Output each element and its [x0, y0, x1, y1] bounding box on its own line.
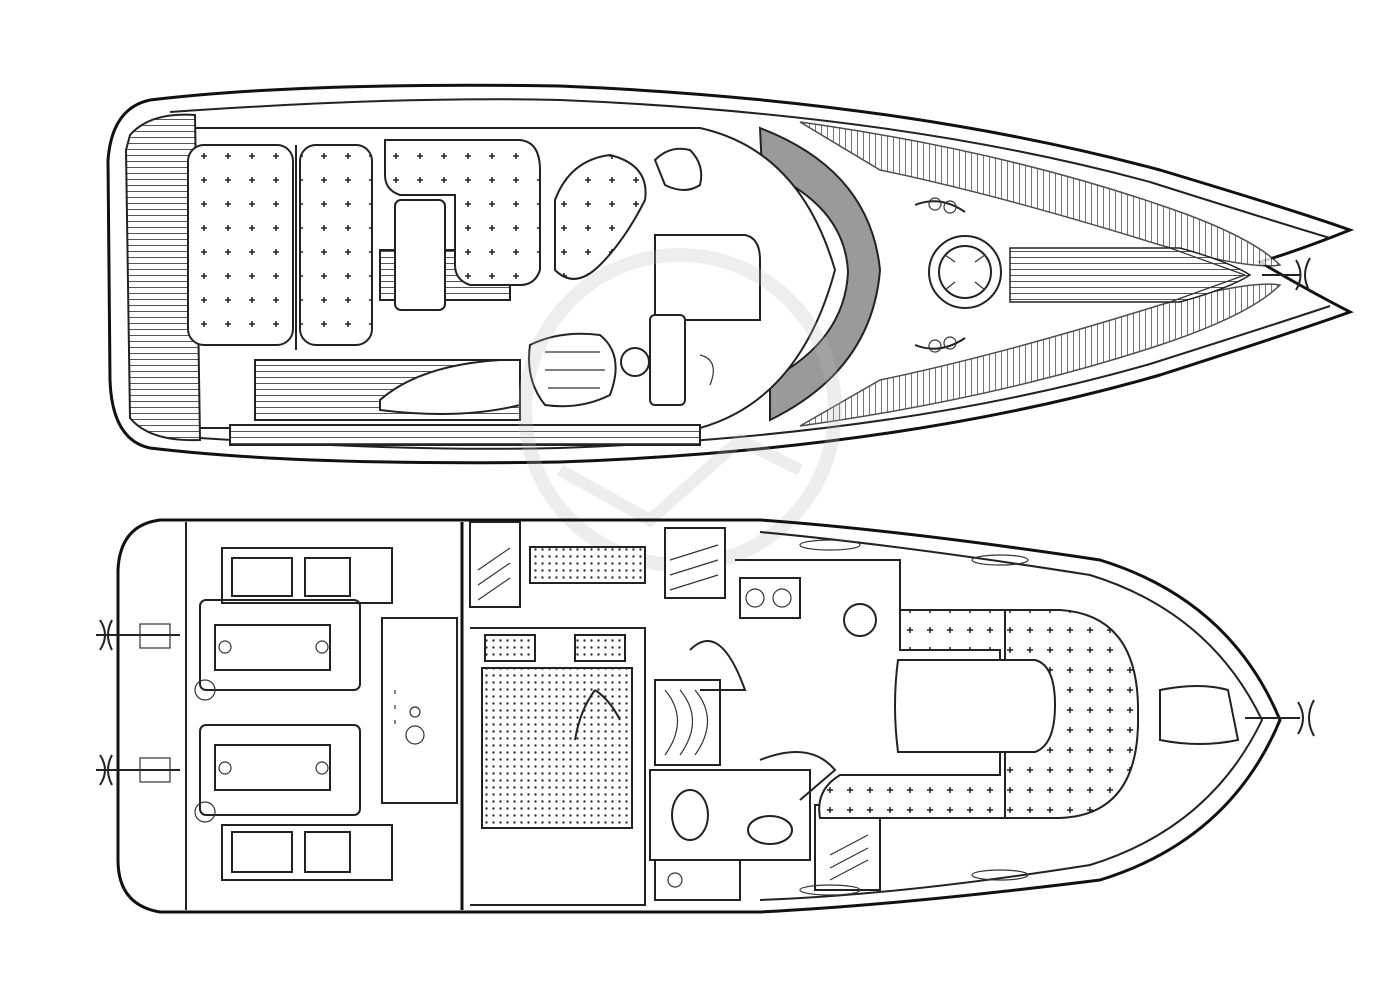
aft-cabin-berth	[481, 667, 633, 829]
engine-port	[194, 599, 361, 701]
aft-sunpad-right	[299, 144, 373, 346]
engine-starboard	[194, 724, 361, 823]
bow-roller-icon	[1245, 699, 1315, 737]
sink-icon	[843, 603, 877, 637]
interior-plan-view	[96, 518, 1315, 914]
washbasin-icon	[747, 815, 793, 845]
toilet-icon	[671, 789, 709, 841]
deck-hull-outline	[106, 83, 1355, 465]
cockpit-seat-l	[384, 139, 541, 286]
anchor-icon	[1262, 257, 1311, 293]
cleat-icon	[914, 197, 966, 353]
companionway-steps	[654, 679, 721, 766]
helm-seat	[528, 332, 617, 408]
dinette-table	[894, 659, 1057, 753]
foredeck-hatch	[928, 235, 1002, 309]
cockpit-table	[394, 199, 446, 311]
anchor-locker	[1159, 685, 1240, 745]
deck-plan-view	[106, 83, 1355, 465]
head-compartment	[649, 769, 811, 901]
swim-platform	[124, 113, 202, 442]
interior-hull-outline	[116, 518, 1282, 914]
fuel-tank	[381, 617, 458, 804]
wet-bar	[554, 153, 647, 280]
steering-wheel-icon	[620, 314, 714, 406]
stove-icon	[739, 577, 801, 619]
dash-glovebox	[653, 147, 703, 191]
galley	[469, 521, 901, 650]
aft-sunpad-left	[187, 144, 294, 346]
stern-drive-icon	[96, 619, 180, 786]
windscreen	[758, 126, 882, 422]
helm-console	[654, 234, 761, 321]
forward-v-berth	[818, 609, 1140, 819]
